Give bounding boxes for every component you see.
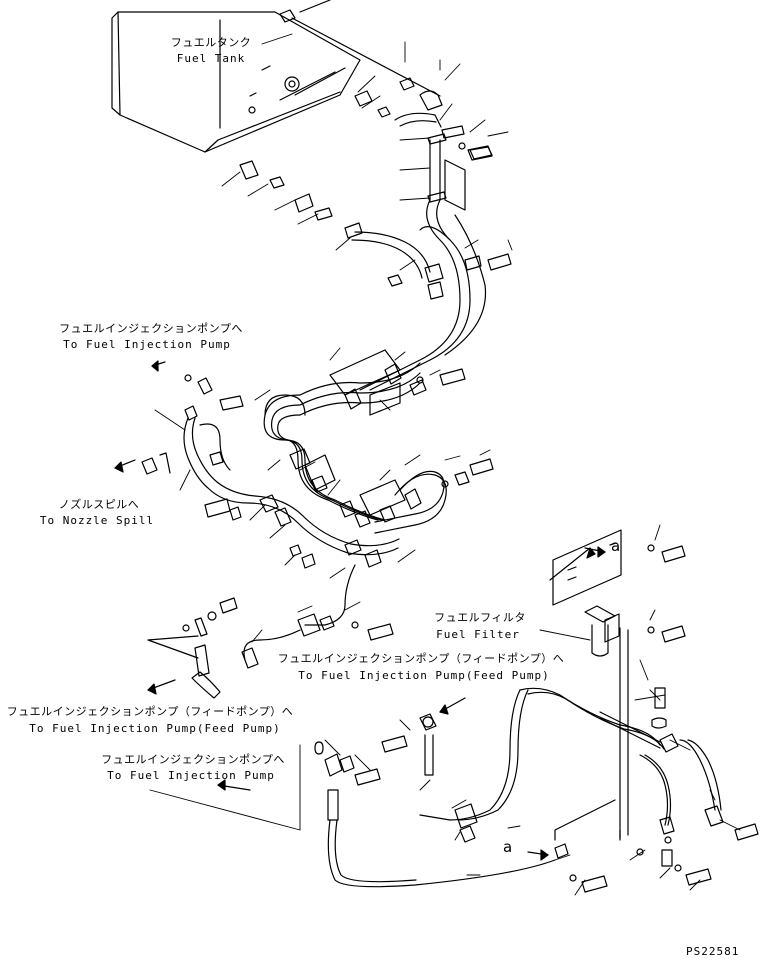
injection-pump-top-label-jp: フュエルインジェクションポンプへ: [59, 322, 243, 335]
middle-pipe-bundle: [264, 350, 493, 533]
feed-pump-left-label-en: To Fuel Injection Pump(Feed Pump): [29, 722, 281, 735]
fuel-filter-label-en: Fuel Filter: [436, 628, 520, 641]
feed-pump-left-label-jp: フュエルインジェクションポンプ（フィードポンプ）へ: [6, 705, 294, 718]
feed-pump-right-label-en: To Fuel Injection Pump(Feed Pump): [298, 669, 550, 682]
fuel-filter-label-jp: フュエルフィルタ: [434, 611, 526, 624]
feed-pump-right-label-jp: フュエルインジェクションポンプ（フィードポンプ）へ: [277, 652, 565, 665]
arrows: [115, 361, 605, 860]
leader-lines: [150, 34, 740, 895]
left-branch: [142, 375, 399, 668]
feed-pump-branch-left: [148, 598, 237, 698]
injection-pump-bottom-label-en: To Fuel Injection Pump: [107, 769, 275, 782]
nozzle-spill-label-en: To Nozzle Spill: [39, 514, 155, 527]
injection-pump-top-label-en: To Fuel Injection Pump: [63, 338, 231, 351]
fuel-tank-label-jp: フュエルタンク: [170, 36, 252, 49]
upper-piping: [240, 78, 511, 390]
fuel-tank-label-en: Fuel Tank: [176, 52, 246, 65]
nozzle-spill-label-jp: ノズルスピルへ: [58, 498, 140, 511]
fuel-filter-assembly: [315, 530, 758, 892]
fuel-tank: [112, 0, 440, 152]
reference-mark-a-top: a: [611, 537, 622, 555]
reference-mark-a-bottom: a: [503, 838, 514, 856]
injection-pump-bottom-label-jp: フュエルインジェクションポンプへ: [101, 753, 285, 766]
drawing-number: PS22581: [686, 945, 740, 958]
